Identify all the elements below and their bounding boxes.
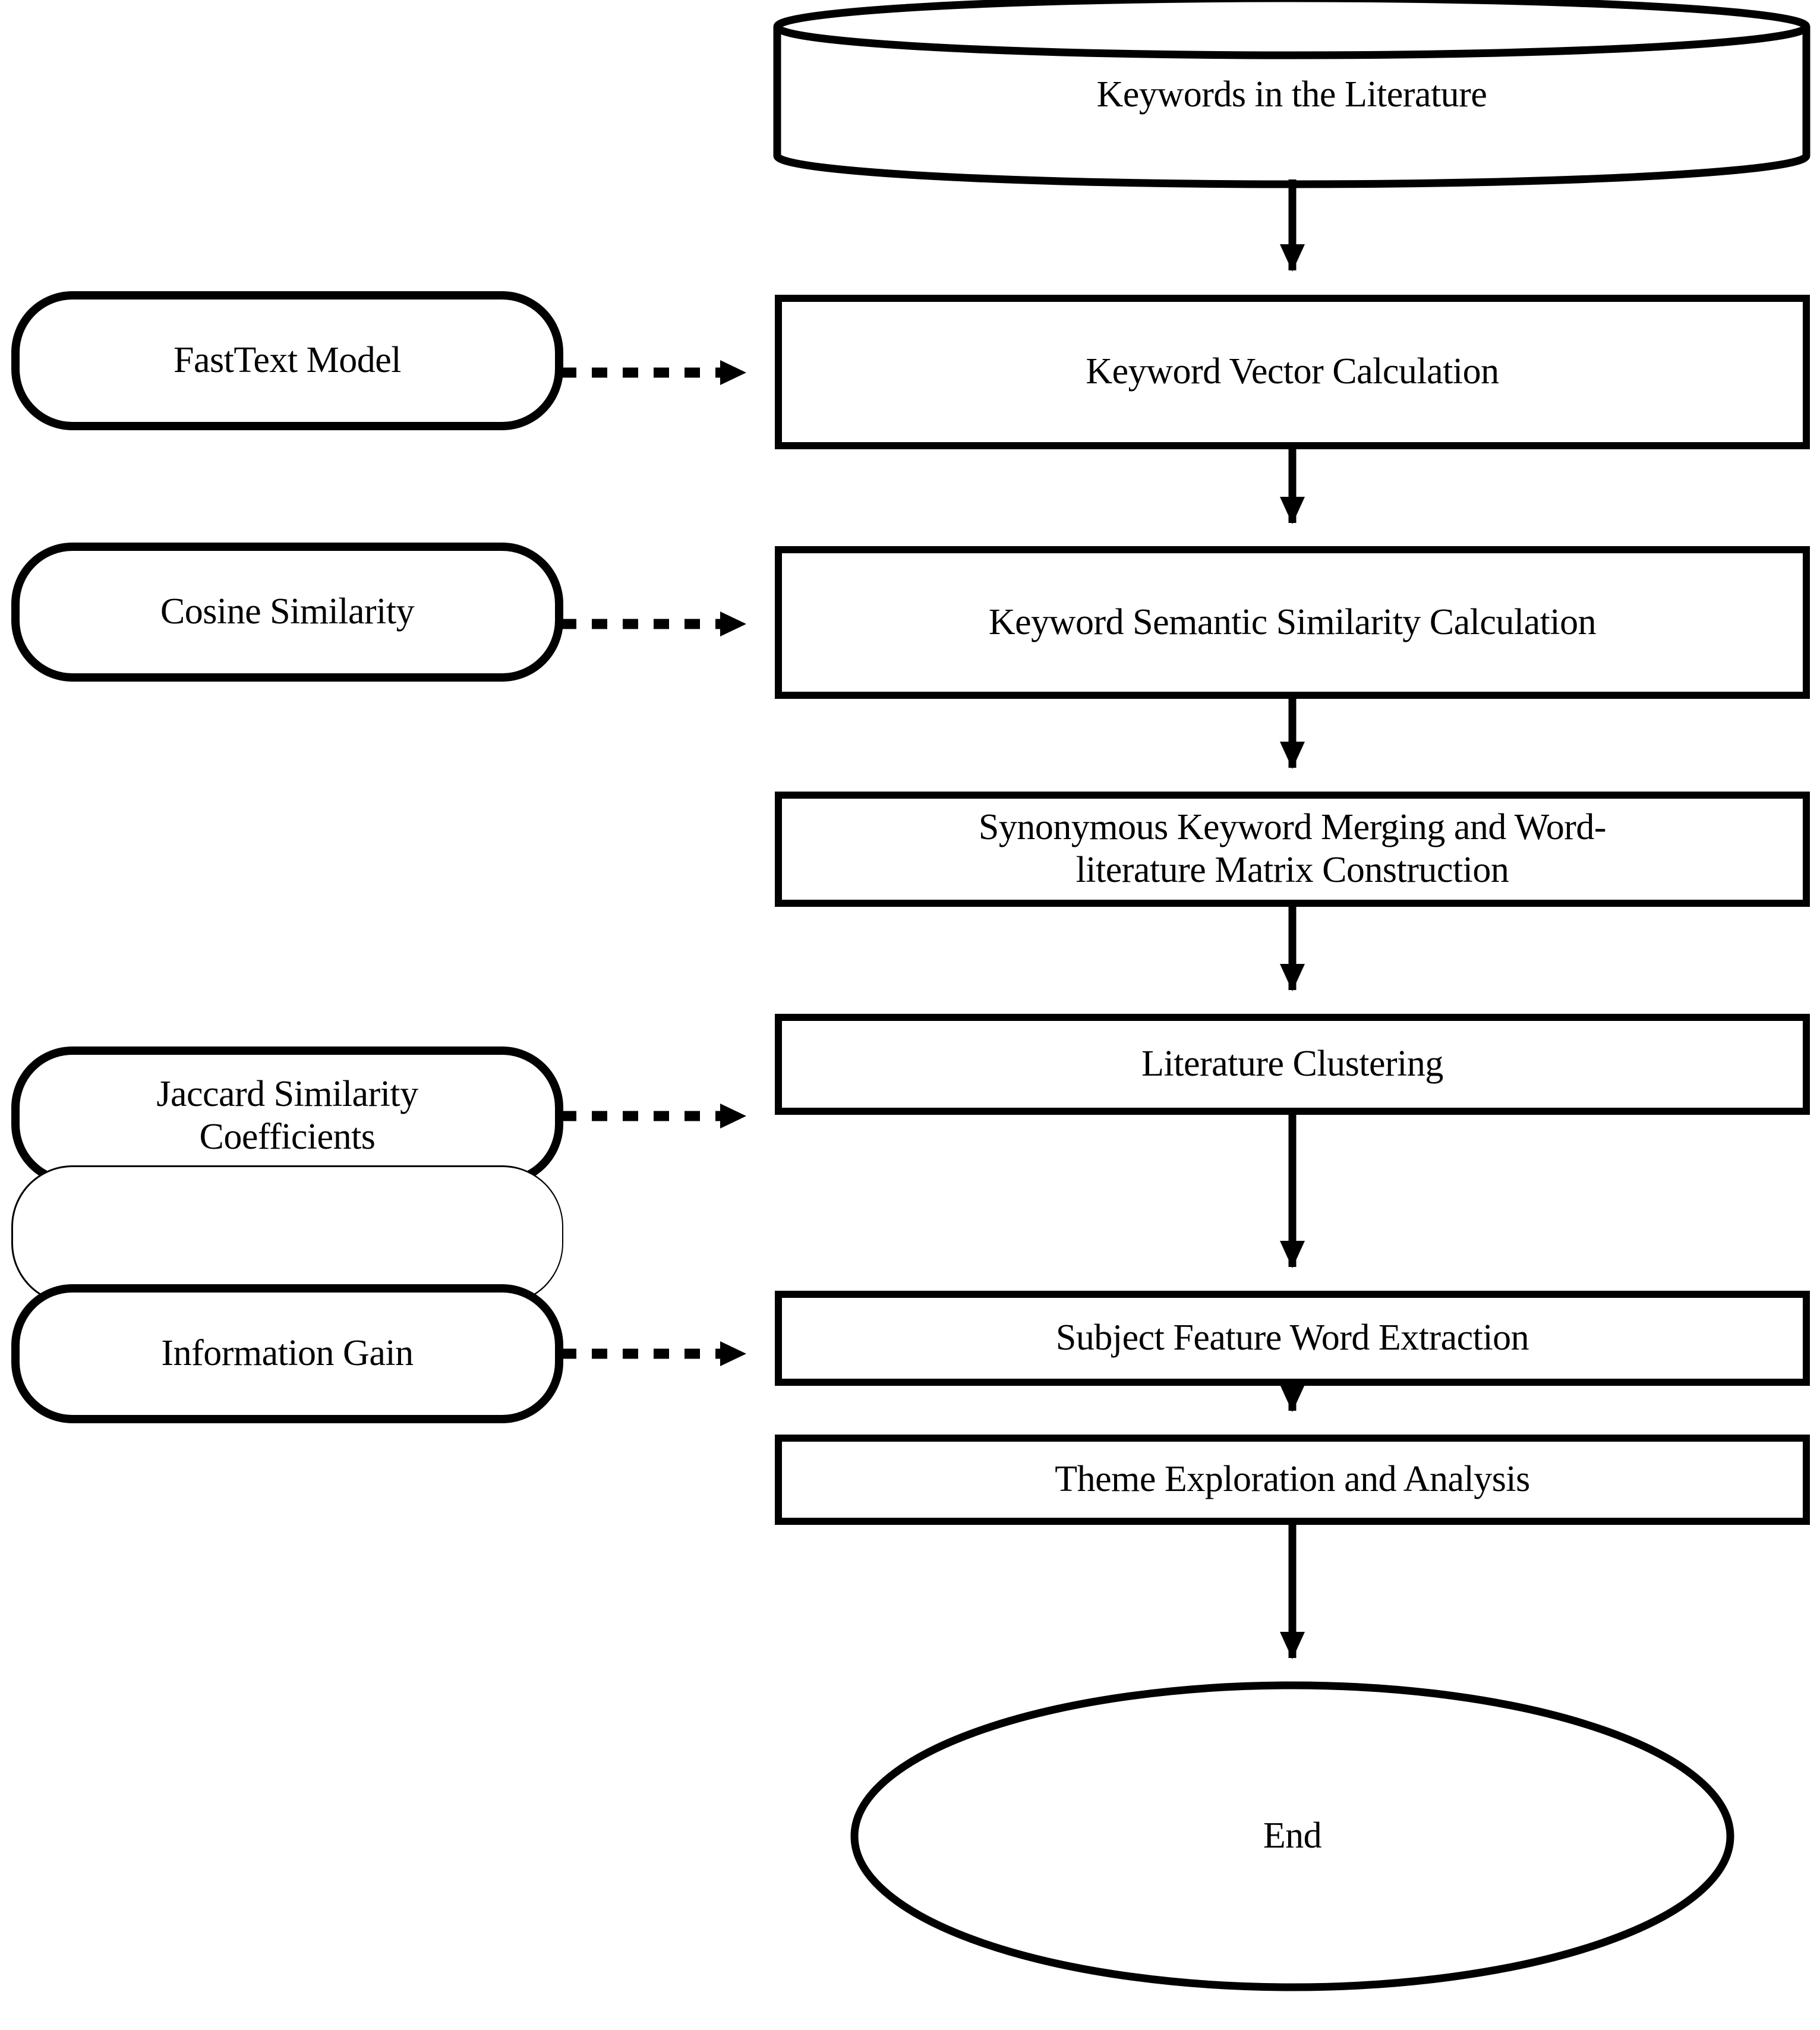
process-label-literature-clustering: Literature Clustering: [1141, 1044, 1443, 1085]
method-label-line-1: Jaccard Similarity: [156, 1074, 418, 1115]
datastore-label: Keywords in the Literature: [1096, 74, 1487, 115]
process-label-line-2: literature Matrix Construction: [1075, 850, 1509, 890]
process-label-keyword-vector-calculation: Keyword Vector Calculation: [1086, 351, 1499, 392]
method-label-fasttext-model: FastText Model: [173, 340, 402, 381]
dashed-connector-arrows: [561, 360, 746, 1366]
process-label-theme-exploration-and-analysis: Theme Exploration and Analysis: [1055, 1459, 1530, 1500]
process-label-line-1: Synonymous Keyword Merging and Word-: [978, 807, 1607, 848]
process-label-keyword-semantic-similarity-calculation: Keyword Semantic Similarity Calculation: [988, 601, 1597, 642]
method-box-information-gain-shape: [11, 1165, 563, 1304]
method-label-information-gain: Information Gain: [161, 1333, 414, 1374]
process-label-subject-feature-word-extraction: Subject Feature Word Extraction: [1055, 1317, 1529, 1358]
terminator-label-end: End: [1263, 1815, 1322, 1856]
method-label-line-2: Coefficients: [199, 1117, 376, 1157]
method-label-jaccard-similarity-coefficients: Jaccard Similarity Coefficients: [15, 1051, 559, 1181]
process-label-synonymous-keyword-merging: Synonymous Keyword Merging and Word- lit…: [778, 795, 1806, 903]
method-label-cosine-similarity: Cosine Similarity: [160, 591, 415, 632]
